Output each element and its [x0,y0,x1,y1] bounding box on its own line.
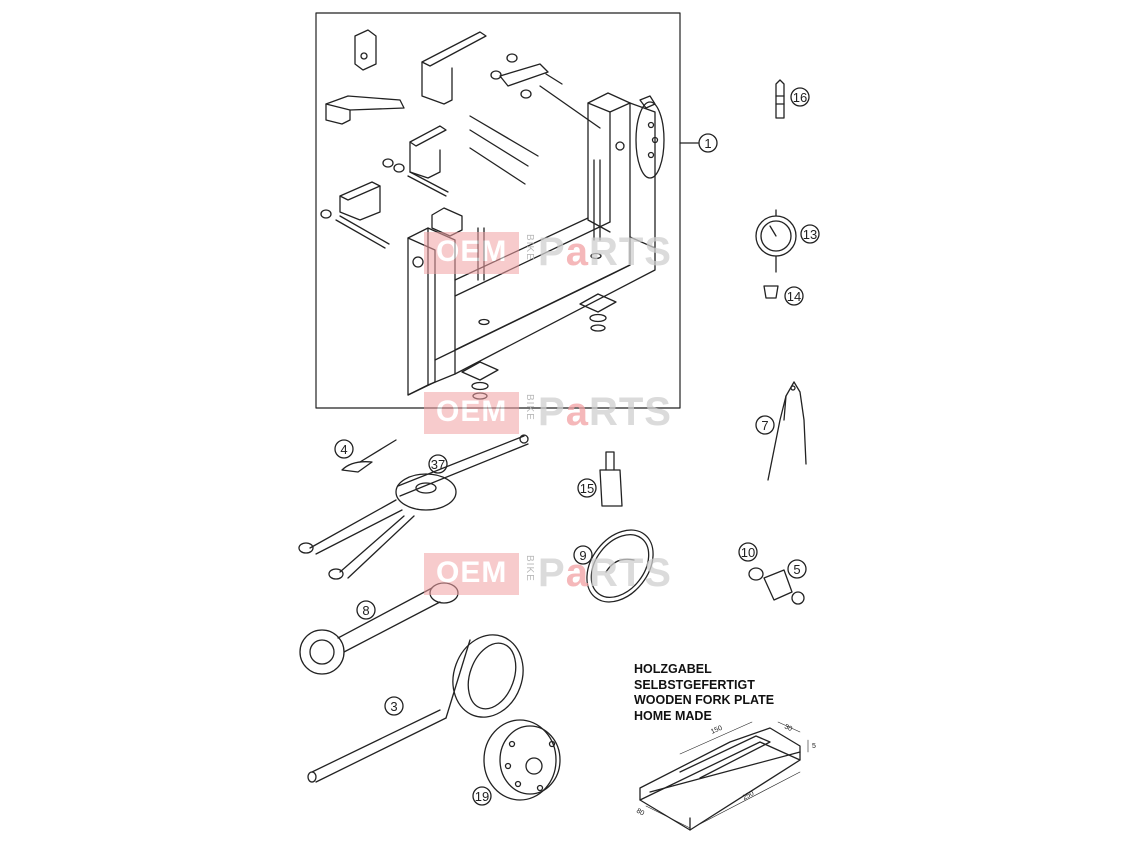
item-8-wrench [299,582,459,675]
item-5-part [763,569,805,605]
callout-16: 16 [793,90,807,105]
callout-10: 10 [741,545,755,560]
kit-frame-box [315,12,681,409]
dimension-250: 250 [742,790,756,802]
callout-19: 19 [475,789,489,804]
callout-8: 8 [362,603,369,618]
engine-stand-frame [407,92,665,396]
callout-15: 15 [580,481,594,496]
item-9-degree-wheel [586,529,654,603]
fork-plate-note: HOLZGABEL SELBSTGEFERTIGT WOODEN FORK PL… [634,662,774,724]
brackets [325,29,487,221]
watermark-3: OEM BIKE PaRTS [424,551,704,595]
callout-4: 4 [340,442,347,457]
item-37-puller [298,434,529,580]
item-16-tube [775,79,785,119]
item-13-dial-gauge [755,209,797,273]
callout-37: 37 [431,457,445,472]
watermark-1: OEM BIKE PaRTS [424,230,704,274]
item-19-puller [483,719,561,801]
item-3-clutch-holder [307,634,524,783]
callout-1-circle [698,133,718,153]
watermark-bike: BIKE [524,234,535,261]
note-line-1: HOLZGABEL [634,662,712,676]
callout-3: 3 [390,699,397,714]
watermark-oem: OEM [436,395,508,428]
watermark-2: OEM BIKE PaRTS [424,390,704,434]
watermark-parts: PaRTS [538,390,672,434]
callout-5: 5 [793,562,800,577]
dimension-150: 150 [710,725,724,736]
watermark-oem: OEM [436,235,508,268]
wooden-fork-plate [639,721,809,831]
dimension-80: 80 [635,808,645,818]
callout-9: 9 [579,548,586,563]
dimension-5: 5 [812,743,816,750]
item-4-tool [341,439,397,473]
callout-14: 14 [787,289,801,304]
watermark-parts: PaRTS [538,551,672,595]
watermark-bike: BIKE [524,555,535,582]
item-7-pliers [767,381,807,481]
item-15-bottle [599,451,623,507]
item-14-adapter [763,285,779,299]
note-line-2: SELBSTGEFERTIGT [634,677,755,692]
watermark-oem: OEM [436,556,508,589]
note-line-3: WOODEN FORK PLATE [634,693,775,707]
dimension-30: 30 [783,723,793,733]
callout-13: 13 [803,227,817,242]
note-line-4: HOME MADE [634,708,712,723]
callout-7: 7 [761,418,768,433]
watermark-parts: PaRTS [538,230,672,274]
watermark-bike: BIKE [524,394,535,421]
callout-1: 1 [704,136,711,151]
item-10-part [748,567,764,581]
